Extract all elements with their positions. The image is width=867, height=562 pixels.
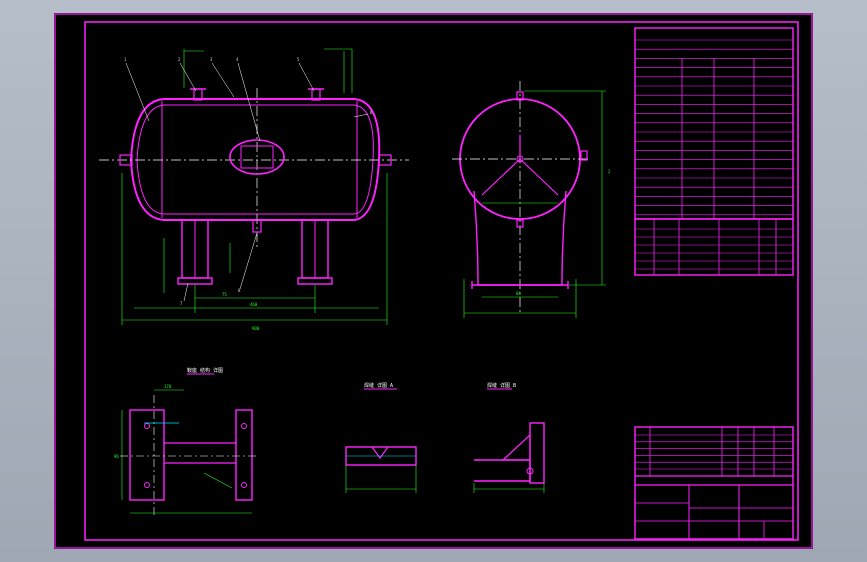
side-view bbox=[452, 81, 606, 318]
detail-title-saddle: 鞍座 结构 详图 bbox=[187, 367, 223, 374]
side-nozzle-right bbox=[378, 154, 392, 166]
part-number-label: 3 bbox=[210, 57, 213, 62]
detail-saddle bbox=[120, 373, 259, 518]
part-number-label: 5 bbox=[297, 57, 300, 62]
manhole bbox=[229, 139, 285, 175]
dim-detail-height: 96 bbox=[114, 454, 119, 459]
technical-spec-table bbox=[634, 27, 794, 276]
part-number-label: 7 bbox=[180, 301, 183, 306]
outer-border bbox=[54, 13, 813, 549]
detail-title-weld-b: 焊缝 详图 B bbox=[487, 382, 516, 389]
front-view bbox=[99, 48, 409, 325]
dim-detail-width: 170 bbox=[164, 384, 172, 389]
bottom-nozzle bbox=[252, 219, 262, 233]
leader-lines bbox=[125, 62, 369, 302]
side-nozzle-left bbox=[119, 154, 133, 166]
annotations: 900 460 2 84 75 170 96 鞍座 结构 详图 焊缝 详图 A … bbox=[114, 57, 611, 459]
drawing-canvas[interactable]: 900 460 2 84 75 170 96 鞍座 结构 详图 焊缝 详图 A … bbox=[54, 13, 813, 549]
part-number-label: 6 bbox=[370, 110, 373, 115]
front-dimensions bbox=[121, 48, 388, 325]
title-block bbox=[634, 426, 794, 540]
saddle-right bbox=[297, 219, 333, 285]
detail-weld-b bbox=[473, 388, 545, 493]
part-number-label: 1 bbox=[124, 57, 127, 62]
dim-height: 2 bbox=[608, 169, 611, 174]
saddle-left bbox=[177, 219, 213, 285]
dim-saddle-span: 460 bbox=[250, 302, 258, 307]
part-number-label: 8 bbox=[238, 288, 241, 293]
dim-overall-length: 900 bbox=[252, 326, 260, 331]
vessel-shell bbox=[129, 98, 381, 221]
engineering-drawing: 900 460 2 84 75 170 96 鞍座 结构 详图 焊缝 详图 A … bbox=[54, 13, 813, 549]
detail-weld-a bbox=[345, 388, 417, 493]
dim-end-offset: 75 bbox=[222, 292, 227, 297]
dim-base-width: 84 bbox=[516, 291, 521, 296]
inner-border bbox=[84, 21, 799, 541]
part-number-label: 4 bbox=[236, 57, 239, 62]
side-dimensions bbox=[463, 90, 606, 318]
part-number-label: 2 bbox=[178, 57, 181, 62]
detail-title-weld-a: 焊缝 详图 A bbox=[364, 382, 393, 389]
